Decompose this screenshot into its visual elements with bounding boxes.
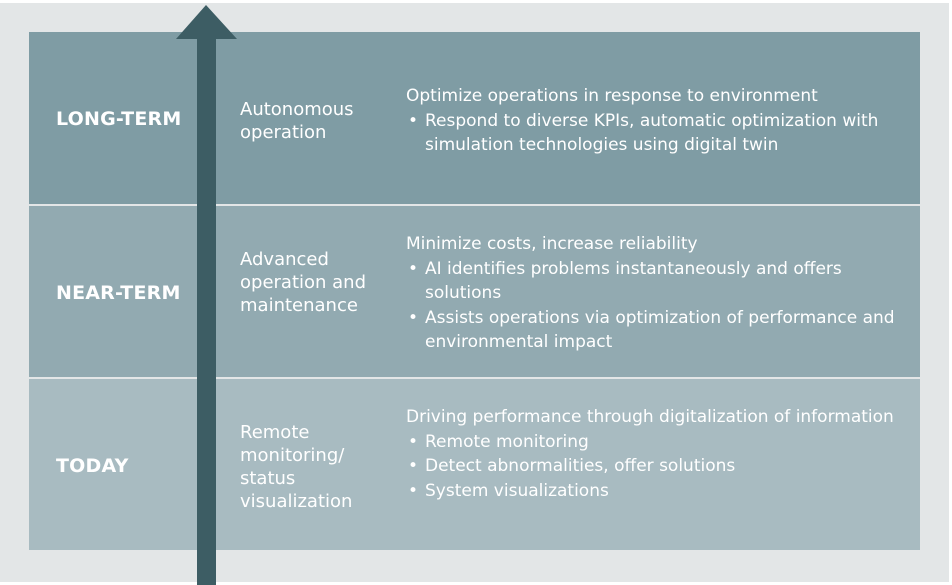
band-today: TODAY Remote monitoring/ status visualiz… (29, 379, 920, 550)
bullet-icon: • (408, 307, 419, 328)
stage-label: Advanced operation and maintenance (240, 249, 367, 316)
bullet-icon: • (408, 456, 419, 476)
detail-heading: Optimize operations in response to envir… (406, 86, 818, 106)
stage-detail: Driving performance through digitalizati… (406, 405, 911, 503)
detail-bullets: •Respond to diverse KPIs, automatic opti… (406, 109, 911, 158)
bullet-item: •Respond to diverse KPIs, automatic opti… (408, 110, 879, 156)
term-label: LONG-TERM (56, 108, 182, 130)
band-near-term: NEAR-TERM Advanced operation and mainten… (29, 206, 920, 377)
detail-heading: Minimize costs, increase reliability (406, 234, 698, 254)
bullet-item: •Detect abnormalities, offer solutions (406, 454, 911, 479)
term-label: TODAY (56, 455, 129, 477)
bullet-icon: • (408, 480, 419, 501)
stage-detail: Minimize costs, increase reliability •AI… (406, 232, 911, 355)
term-label: NEAR-TERM (56, 282, 181, 304)
band-long-term: LONG-TERM Autonomous operation Optimize … (29, 32, 920, 204)
detail-heading: Driving performance through digitalizati… (406, 407, 894, 427)
detail-bullets: •Remote monitoring •Detect abnormalities… (406, 430, 911, 504)
detail-bullets: •AI identifies problems instantaneously … (406, 257, 911, 355)
stage-label: Remote monitoring/ status visualization (240, 422, 353, 512)
bullet-item: •AI identifies problems instantaneously … (408, 258, 842, 304)
stage-detail: Optimize operations in response to envir… (406, 84, 911, 158)
bullet-item: •Assists operations via optimization of … (408, 307, 895, 353)
bullet-icon: • (408, 258, 419, 279)
bullet-item: •Remote monitoring (406, 430, 911, 455)
bullet-item: •System visualizations (406, 479, 911, 504)
bullet-icon: • (408, 431, 419, 452)
stage-label: Autonomous operation (240, 99, 354, 143)
bullet-icon: • (408, 110, 419, 131)
